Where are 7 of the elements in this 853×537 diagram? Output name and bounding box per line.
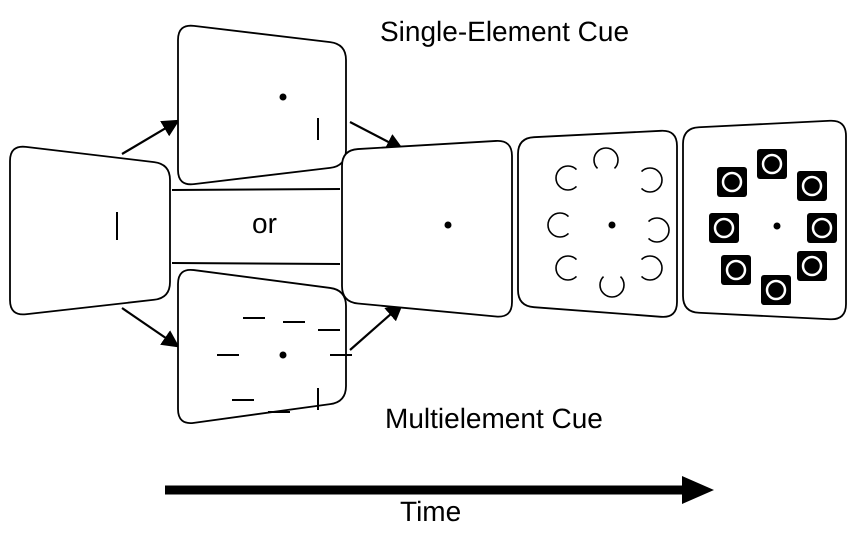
condition-label: Multielement Cue [385,405,603,433]
screen-band [172,189,340,265]
axis-label: Time [400,498,462,526]
choice-label: or [252,210,277,238]
condition-label: Single-Element Cue [380,18,630,46]
arrow [121,120,180,155]
arrow [121,307,180,348]
